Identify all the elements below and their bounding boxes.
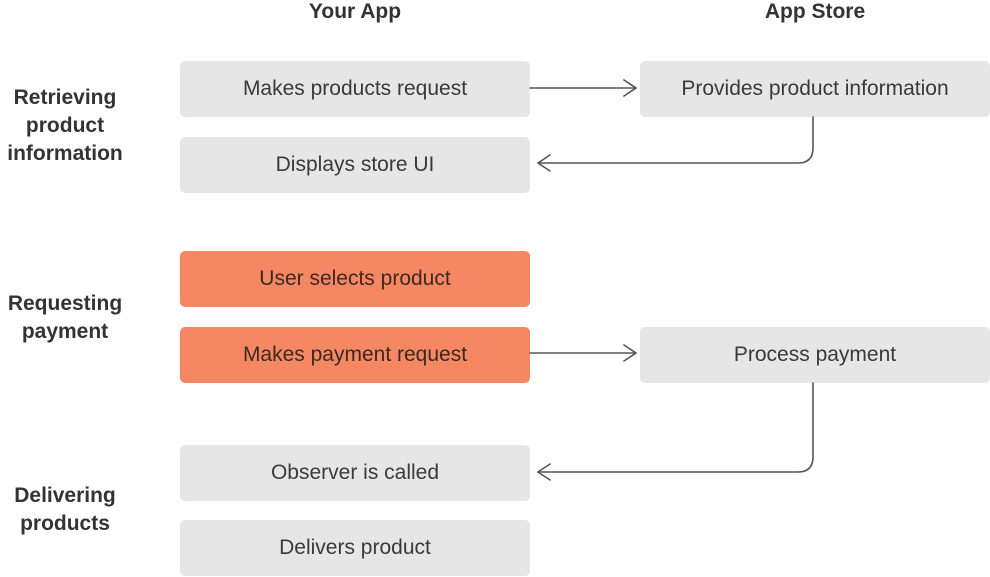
section-label-line: Retrieving <box>13 86 117 109</box>
section-label-requesting: Requesting payment <box>0 290 130 346</box>
box-observer-is-called: Observer is called <box>180 445 530 501</box>
section-label-line: information <box>7 142 123 165</box>
arrow-payment-return <box>537 382 814 473</box>
box-user-selects-product: User selects product <box>180 251 530 307</box>
section-label-line: products <box>20 512 110 535</box>
section-label-line: product <box>25 114 105 137</box>
box-makes-payment-request: Makes payment request <box>180 327 530 383</box>
section-label-delivering: Delivering products <box>0 482 130 538</box>
arrowhead-right-icon <box>623 344 637 362</box>
arrowhead-left-icon <box>537 463 551 481</box>
section-label-line: Delivering <box>14 484 116 507</box>
arrow-product-info-return <box>537 116 814 164</box>
section-label-retrieving: Retrieving product information <box>0 84 130 168</box>
column-header-your-app: Your App <box>308 0 402 23</box>
box-provides-product-information: Provides product information <box>640 61 990 117</box>
section-label-line: Requesting <box>7 292 123 315</box>
section-label-line: payment <box>21 320 109 343</box>
box-makes-products-request: Makes products request <box>180 61 530 117</box>
box-delivers-product: Delivers product <box>180 520 530 576</box>
box-displays-store-ui: Displays store UI <box>180 137 530 193</box>
box-process-payment: Process payment <box>640 327 990 383</box>
arrowhead-right-icon <box>623 79 637 97</box>
arrowhead-left-icon <box>537 154 551 172</box>
column-header-app-store: App Store <box>764 0 866 23</box>
